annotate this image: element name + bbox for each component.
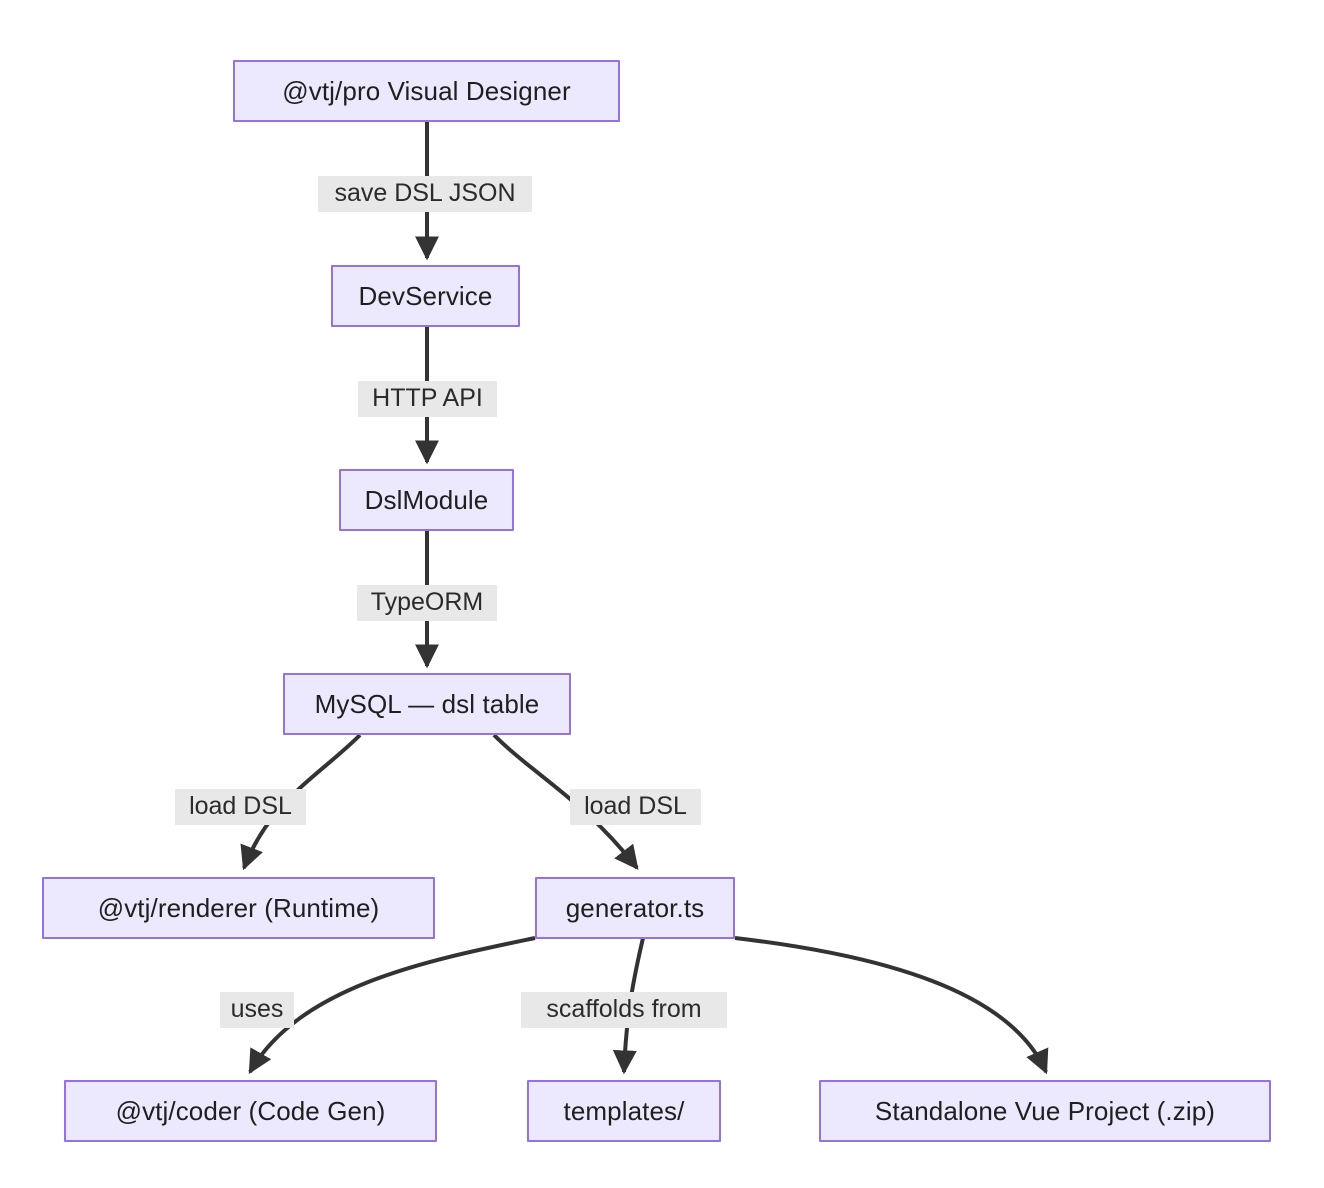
- edge-label-scaffolds-from: scaffolds from: [521, 992, 727, 1028]
- node-devservice[interactable]: DevService: [331, 265, 520, 327]
- edge-label-load-dsl-renderer: load DSL: [175, 789, 306, 825]
- node-renderer[interactable]: @vtj/renderer (Runtime): [42, 877, 435, 939]
- edge-label-http-api: HTTP API: [358, 381, 497, 417]
- node-dslmodule[interactable]: DslModule: [339, 469, 514, 531]
- node-templates[interactable]: templates/: [527, 1080, 721, 1142]
- edge-label-uses: uses: [220, 992, 294, 1028]
- node-coder[interactable]: @vtj/coder (Code Gen): [64, 1080, 437, 1142]
- edge-label-load-dsl-generator: load DSL: [570, 789, 701, 825]
- edge-generator-standalone: [734, 936, 1049, 1075]
- node-generator[interactable]: generator.ts: [535, 877, 735, 939]
- edge-label-typeorm: TypeORM: [357, 585, 497, 621]
- node-standalone[interactable]: Standalone Vue Project (.zip): [819, 1080, 1271, 1142]
- node-mysql[interactable]: MySQL — dsl table: [283, 673, 571, 735]
- edge-label-save-dsl-json: save DSL JSON: [318, 176, 532, 212]
- node-designer[interactable]: @vtj/pro Visual Designer: [233, 60, 620, 122]
